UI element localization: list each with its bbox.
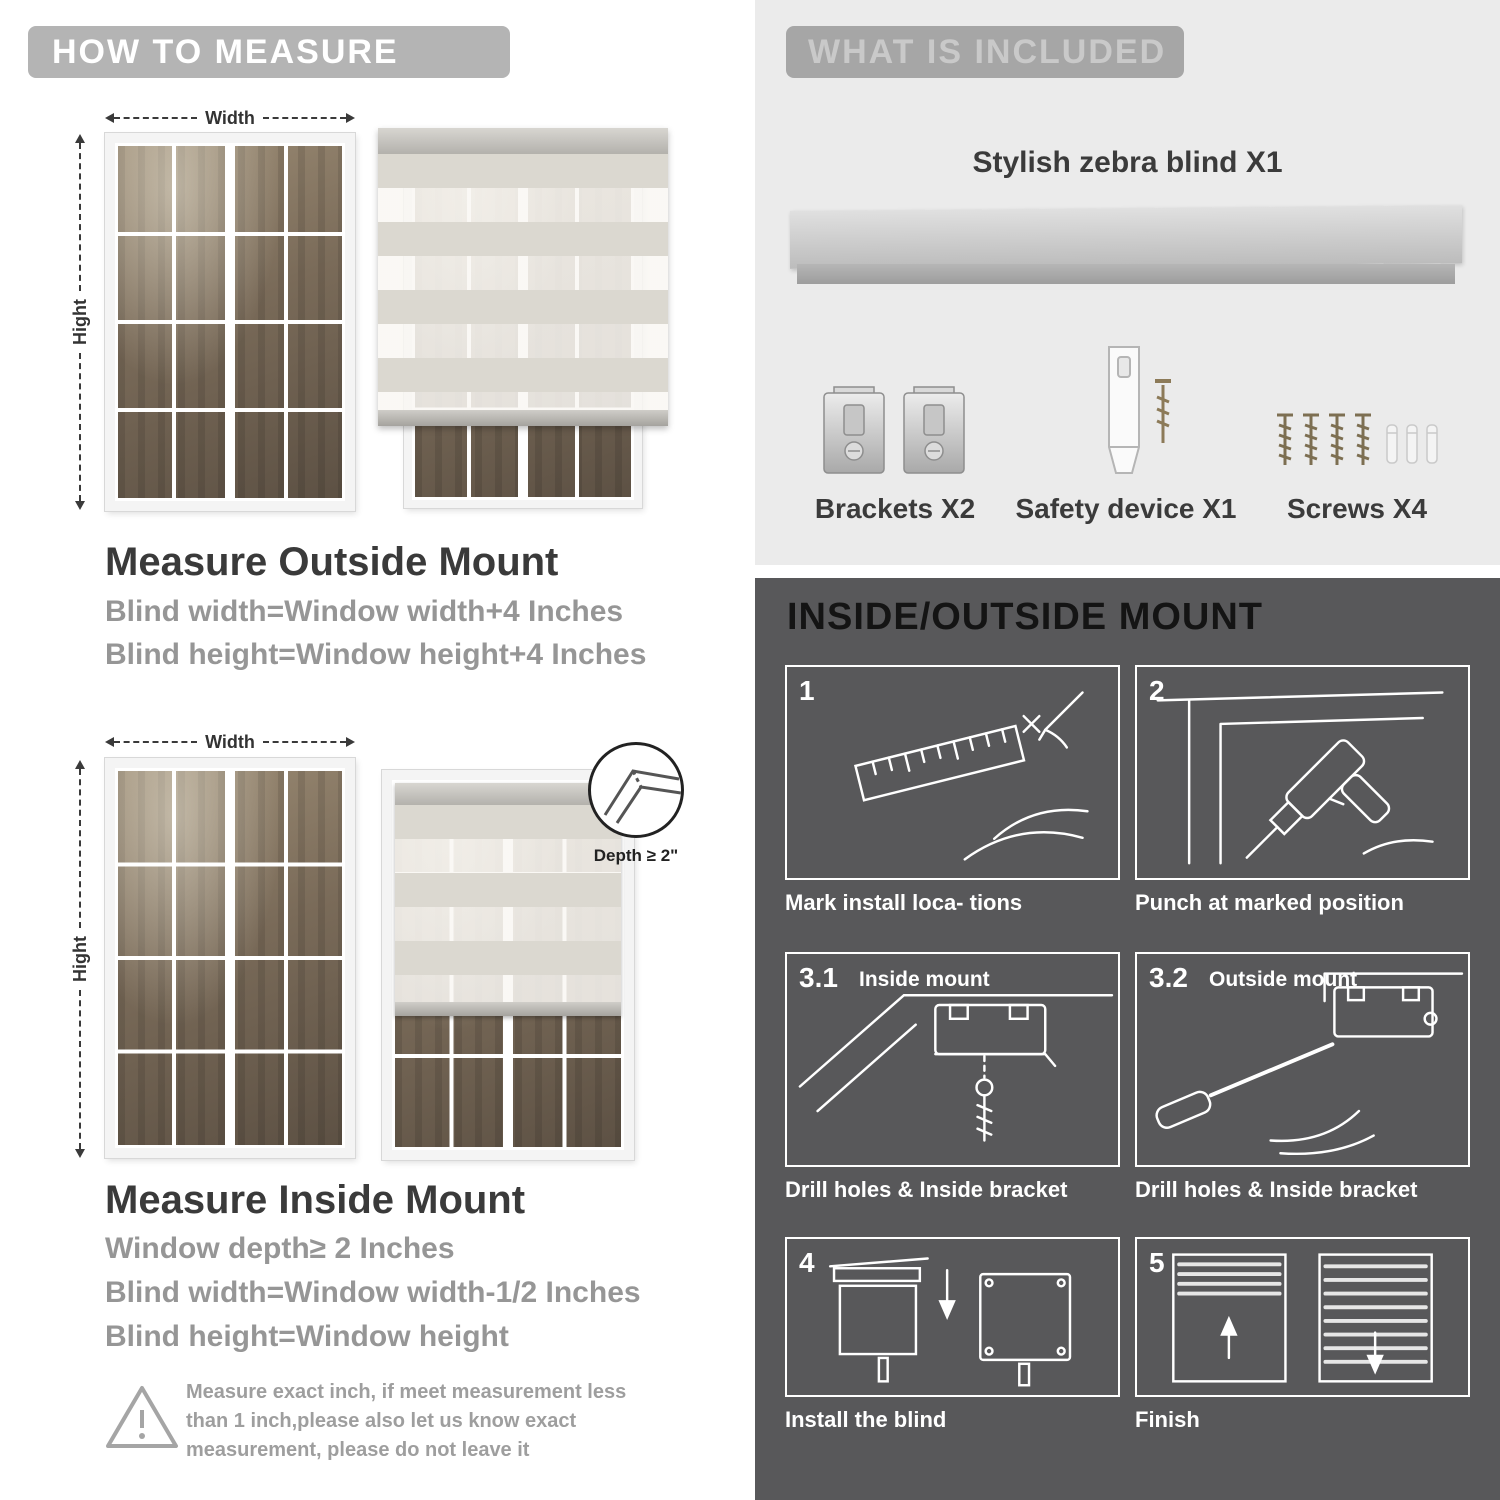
step-1-caption: Mark install loca- tions xyxy=(785,890,1023,915)
step-3-2-caption: Drill holes & Inside bracket xyxy=(1135,1177,1418,1202)
step-4-caption: Install the blind xyxy=(785,1407,947,1432)
inside-rule-2: Blind width=Window width-1/2 Inches xyxy=(105,1276,641,1309)
step-number: 1 xyxy=(799,675,815,706)
mount-heading: INSIDE/OUTSIDE MOUNT xyxy=(787,596,1264,638)
arrow-right-icon xyxy=(346,113,356,123)
width-arrow: Width xyxy=(105,730,356,754)
headrail-graphic xyxy=(790,205,1462,269)
blind-cassette xyxy=(378,128,668,154)
height-label: Hight xyxy=(69,299,90,345)
arrow-right-icon xyxy=(346,737,356,747)
step-number: 5 xyxy=(1149,1247,1165,1278)
inside-rule-1: Window depth≥ 2 Inches xyxy=(105,1232,455,1265)
step-1-illustration xyxy=(853,691,1089,861)
inside-mount-heading: Measure Inside Mount xyxy=(105,1178,526,1222)
arrow-left-icon xyxy=(105,113,114,123)
measure-note: Measure exact inch, if meet measurement … xyxy=(186,1381,627,1461)
product-label: Stylish zebra blind X1 xyxy=(972,146,1283,179)
step-5: 5 Finish xyxy=(1135,1237,1470,1433)
screws-icon xyxy=(1267,330,1447,483)
blind-bottom-rail xyxy=(378,410,668,426)
included-item-screws: Screws X4 xyxy=(1252,330,1462,525)
step-number: 4 xyxy=(799,1247,815,1278)
inside-mount-blind-graphic xyxy=(382,770,634,1160)
width-label: Width xyxy=(205,731,255,752)
safety-device-label: Safety device X1 xyxy=(1015,493,1237,524)
how-to-measure-banner: HOW TO MEASURE xyxy=(28,26,510,78)
inside-rule-3: Blind height=Window height xyxy=(105,1320,509,1353)
warning-triangle-icon xyxy=(102,1382,182,1459)
width-label: Width xyxy=(205,107,255,128)
outside-rule-2: Blind height=Window height+4 Inches xyxy=(105,638,647,671)
safety-device-icon xyxy=(1061,330,1191,483)
arrow-down-icon xyxy=(75,501,85,511)
depth-callout-circle xyxy=(588,742,684,838)
step-3-1-illustration xyxy=(798,993,1114,1142)
window-photo xyxy=(105,758,355,1158)
window-photo xyxy=(105,133,355,511)
step-2: 2 Punch at marked position xyxy=(1135,665,1470,916)
step-4-illustration xyxy=(828,1257,1072,1387)
brackets-label: Brackets X2 xyxy=(814,493,976,524)
zebra-blind-graphic xyxy=(395,783,621,1016)
height-arrow: Hight xyxy=(68,134,92,511)
step-number: 2 xyxy=(1149,675,1165,706)
zebra-blind-graphic xyxy=(378,128,668,426)
included-item-brackets: Brackets X2 xyxy=(790,330,1000,525)
window-panes xyxy=(118,146,342,498)
outside-rule-1: Blind width=Window width+4 Inches xyxy=(105,595,624,628)
arrow-left-icon xyxy=(105,737,114,747)
depth-callout-label: Depth ≥ 2" xyxy=(593,846,679,865)
arrow-down-icon xyxy=(75,1149,85,1159)
step-3-1: 3.1 Inside mount Drill holes & Inside br… xyxy=(785,952,1120,1203)
arrow-up-icon xyxy=(75,760,85,769)
brackets-icon xyxy=(820,330,970,483)
width-arrow: Width xyxy=(105,106,356,130)
blind-slats xyxy=(378,154,668,410)
outside-mount-blind-graphic xyxy=(378,128,668,510)
step-2-illustration xyxy=(1156,691,1444,865)
step-3-2: 3.2 Outside mount Drill holes & Inside b… xyxy=(1135,952,1470,1203)
arrow-up-icon xyxy=(75,134,85,143)
screws-label: Screws X4 xyxy=(1286,493,1428,524)
headrail-lip xyxy=(797,264,1455,284)
step-4: 4 Install the blind xyxy=(785,1237,1120,1433)
included-items-row: Brackets X2 Safety device X1 xyxy=(790,330,1462,525)
step-title: Inside mount xyxy=(859,968,990,991)
height-label: Hight xyxy=(69,936,90,982)
step-5-caption: Finish xyxy=(1135,1407,1200,1432)
step-title: Outside mount xyxy=(1209,968,1358,991)
step-2-caption: Punch at marked position xyxy=(1135,890,1404,915)
step-number: 3.2 xyxy=(1149,962,1188,993)
height-arrow: Hight xyxy=(68,760,92,1159)
corner-detail-icon xyxy=(603,769,681,824)
step-1: 1 Mark install loca- tions xyxy=(785,665,1120,916)
step-3-1-caption: Drill holes & Inside bracket xyxy=(785,1177,1068,1202)
step-3-2-illustration xyxy=(1155,972,1464,1155)
step-number: 3.1 xyxy=(799,962,838,993)
included-item-safety-device: Safety device X1 xyxy=(1011,330,1241,525)
outside-mount-heading: Measure Outside Mount xyxy=(105,540,559,584)
step-5-illustration xyxy=(1172,1253,1433,1383)
what-is-included-banner: WHAT IS INCLUDED xyxy=(786,26,1184,78)
